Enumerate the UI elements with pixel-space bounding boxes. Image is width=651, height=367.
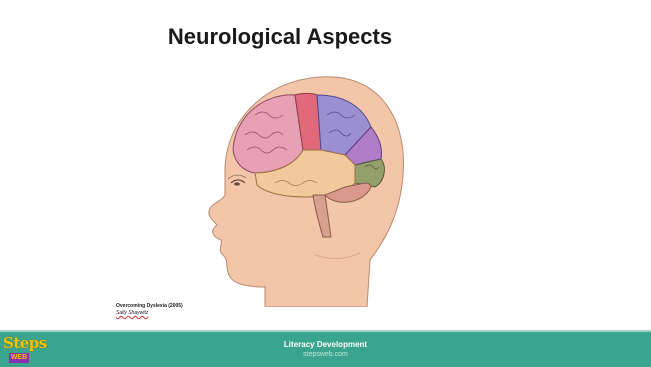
logo-badge: WEB (9, 353, 29, 363)
brain-head-illustration-icon (208, 76, 404, 307)
footer-title: Literacy Development (283, 340, 368, 349)
footer-bar: Steps WEB Literacy Development stepsweb.… (0, 330, 651, 367)
steps-web-logo: Steps WEB (3, 334, 47, 365)
figure-caption: Overcoming Dyslexia (2005) Sally Shaywit… (116, 303, 183, 317)
logo-text: Steps (3, 334, 47, 352)
slide-title: Neurological Aspects (167, 24, 393, 49)
caption-title: Overcoming Dyslexia (2005) (116, 303, 183, 309)
footer-url: stepsweb.com (303, 351, 348, 358)
caption-author: Sally Shaywitz (116, 310, 149, 316)
